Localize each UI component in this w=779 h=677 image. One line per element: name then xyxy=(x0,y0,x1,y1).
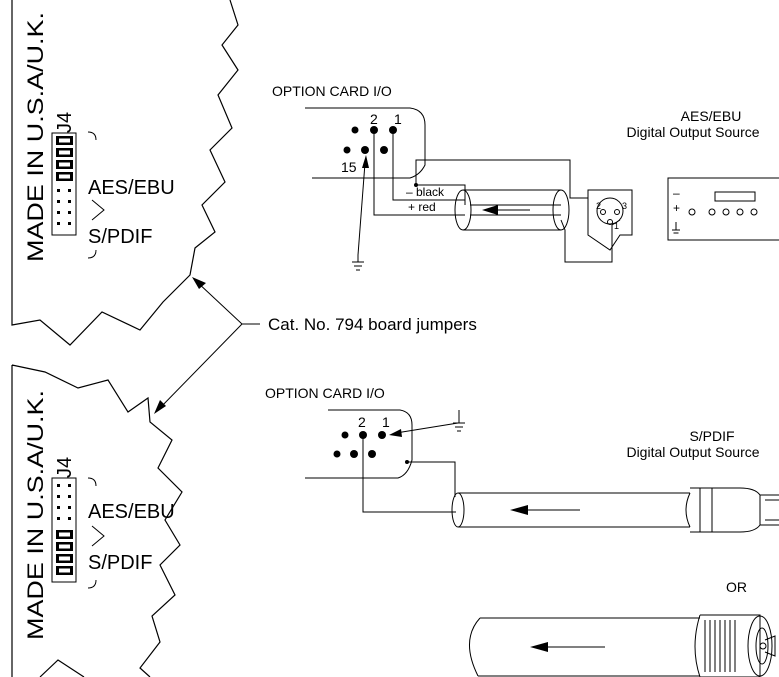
spdif-source-line1: S/PDIF xyxy=(689,428,734,444)
bnc-plug xyxy=(694,614,776,677)
top-board: MADE IN U.S.A/U.K. J4 AES/EBU xyxy=(11,0,239,346)
bottom-wiring: OPTION CARD I/O 2 1 xyxy=(265,385,779,677)
top-connector-pins xyxy=(343,126,397,154)
top-pin1-label: 1 xyxy=(394,111,402,127)
top-wire-black: – black xyxy=(406,185,445,199)
top-board-outline xyxy=(11,0,239,346)
top-wire-red: + red xyxy=(408,200,436,214)
bottom-option-card-title: OPTION CARD I/O xyxy=(265,385,385,401)
bottom-pin2-label: 2 xyxy=(358,414,366,430)
xlr-pin3-label: 3 xyxy=(622,201,627,211)
top-option-card-title: OPTION CARD I/O xyxy=(272,83,392,99)
top-pin15-label: 15 xyxy=(341,159,357,175)
bottom-board: MADE IN U.S.A/U.K. J4 AES/EBU xyxy=(11,364,183,677)
bottom-connector-pins xyxy=(333,431,386,458)
bottom-board-made-in: MADE IN U.S.A/U.K. xyxy=(23,390,48,640)
bottom-jumpers-filled xyxy=(56,530,73,575)
top-cable xyxy=(415,159,621,263)
callout: Cat. No. 794 board jumpers xyxy=(154,277,477,414)
xlr-pin2-label: 2 xyxy=(596,201,601,211)
top-pin2-label: 2 xyxy=(370,111,378,127)
bottom-ground-arrow xyxy=(389,410,465,437)
spdif-source-line2: Digital Output Source xyxy=(626,444,759,460)
aes-device-minus: – xyxy=(673,186,680,200)
top-board-made-in: MADE IN U.S.A/U.K. xyxy=(23,12,48,262)
top-xlr-connector: 2 3 1 xyxy=(587,189,633,251)
top-board-j4-label: J4 xyxy=(54,112,76,133)
top-jumpers-filled xyxy=(56,136,73,181)
aes-source-line2: Digital Output Source xyxy=(626,124,759,140)
bottom-board-aes-label: AES/EBU xyxy=(88,501,175,523)
bottom-jumper-block xyxy=(51,477,77,583)
aes-source-device: – + xyxy=(667,177,779,241)
top-board-aes-label: AES/EBU xyxy=(88,177,175,199)
bottom-board-outline xyxy=(11,364,183,677)
bnc-cable xyxy=(469,617,700,677)
bottom-coax-cable xyxy=(451,492,690,528)
bottom-jumpers-empty xyxy=(57,484,71,520)
xlr-pin1-label: 1 xyxy=(614,221,619,231)
bottom-board-j4-label: J4 xyxy=(54,457,76,478)
aes-device-plus: + xyxy=(673,201,680,215)
aes-source-line1: AES/EBU xyxy=(681,108,742,124)
or-label: OR xyxy=(726,579,747,595)
callout-text: Cat. No. 794 board jumpers xyxy=(268,315,477,334)
top-jumper-block xyxy=(51,132,77,236)
top-board-spdif-label: S/PDIF xyxy=(88,226,152,248)
bottom-pin1-label: 1 xyxy=(382,414,390,430)
rca-plug xyxy=(685,487,779,533)
top-wiring: OPTION CARD I/O 2 1 15 – black + red xyxy=(272,83,779,271)
top-ground-arrow xyxy=(352,155,369,271)
top-jumpers-empty xyxy=(57,189,71,225)
bottom-board-spdif-label: S/PDIF xyxy=(88,552,152,574)
